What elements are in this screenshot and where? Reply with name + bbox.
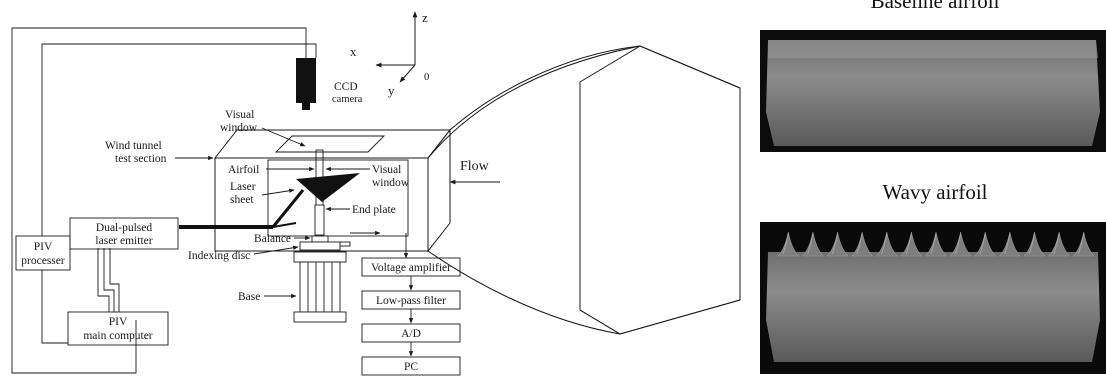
piv-processer-label-2: processer [21, 255, 65, 267]
laser-sheet-label-1: Laser [230, 181, 256, 193]
laser-emitter-label-1: Dual-pulsed [96, 222, 152, 234]
airfoil-label: Airfoil [228, 164, 259, 176]
laser-sheet-label-2: sheet [230, 194, 254, 206]
flow-indicator: Flow [450, 159, 500, 182]
visual-window-side-label-1: Visual [372, 164, 401, 176]
piv-cable-lines [12, 28, 316, 373]
laser-emitter-label-2: laser emitter [95, 235, 152, 247]
main-computer-label-1: PIV [109, 316, 128, 328]
flow-label: Flow [460, 159, 490, 174]
y-axis-label: y [388, 83, 395, 98]
base-label: Base [238, 291, 260, 303]
ad-converter-label: A/D [401, 328, 421, 340]
ccd-camera-lens [302, 103, 310, 110]
indexing-disc [300, 242, 340, 250]
baseline-airfoil-title: Baseline airfoil [871, 0, 1000, 13]
origin-label: 0 [424, 72, 429, 83]
ccd-camera: CCD camera [296, 58, 363, 110]
ccd-camera-label-2: camera [332, 94, 363, 105]
visual-window-top-label-1: Visual [225, 109, 254, 121]
schematic-diagram: z x y 0 CCD camera [12, 10, 740, 375]
base-column [300, 262, 340, 312]
main-computer-label-2: main computer [83, 330, 152, 342]
pc-label: PC [404, 361, 418, 373]
z-axis-label: z [422, 10, 428, 25]
piv-processer-label-1: PIV [34, 241, 53, 253]
y-axis [400, 65, 415, 82]
annotation-labels: Visual window Wind tunnel test section A… [105, 109, 410, 216]
indexing-disc-label: Indexing disc [188, 250, 250, 262]
balance-stand: Balance Indexing disc Base [188, 233, 350, 322]
signal-chain: Voltage amplifier Low-pass filter A/D PC [350, 233, 460, 375]
laser-emitter: Dual-pulsed laser emitter [70, 218, 178, 249]
end-plate-label: End plate [352, 204, 396, 216]
low-pass-filter-label: Low-pass filter [376, 295, 446, 307]
baseline-airfoil-photo [760, 30, 1106, 152]
contraction-nozzle [428, 46, 740, 334]
inner-test-frame [268, 150, 408, 236]
voltage-amplifier-label: Voltage amplifier [371, 262, 451, 274]
coordinate-axes: z x y 0 [350, 10, 429, 98]
piv-processer: PIV processer [16, 236, 70, 270]
airfoil-photos: Baseline airfoil Wavy airfoil [760, 0, 1106, 374]
visual-window-side-label-2: window [372, 177, 410, 189]
wavy-airfoil-title: Wavy airfoil [882, 180, 987, 204]
wind-tunnel-label-1: Wind tunnel [105, 140, 162, 152]
wavy-airfoil-photo [760, 222, 1106, 374]
piv-main-computer: PIV main computer [68, 312, 168, 345]
ccd-camera-body [296, 58, 316, 103]
ccd-camera-label-1: CCD [334, 81, 358, 93]
top-visual-window [276, 136, 384, 152]
visual-window-top-label-2: window [220, 122, 258, 134]
wind-tunnel-label-2: test section [115, 153, 167, 165]
x-axis-label: x [350, 44, 357, 59]
balance-label: Balance [254, 233, 291, 245]
airfoil-shape [296, 173, 360, 202]
